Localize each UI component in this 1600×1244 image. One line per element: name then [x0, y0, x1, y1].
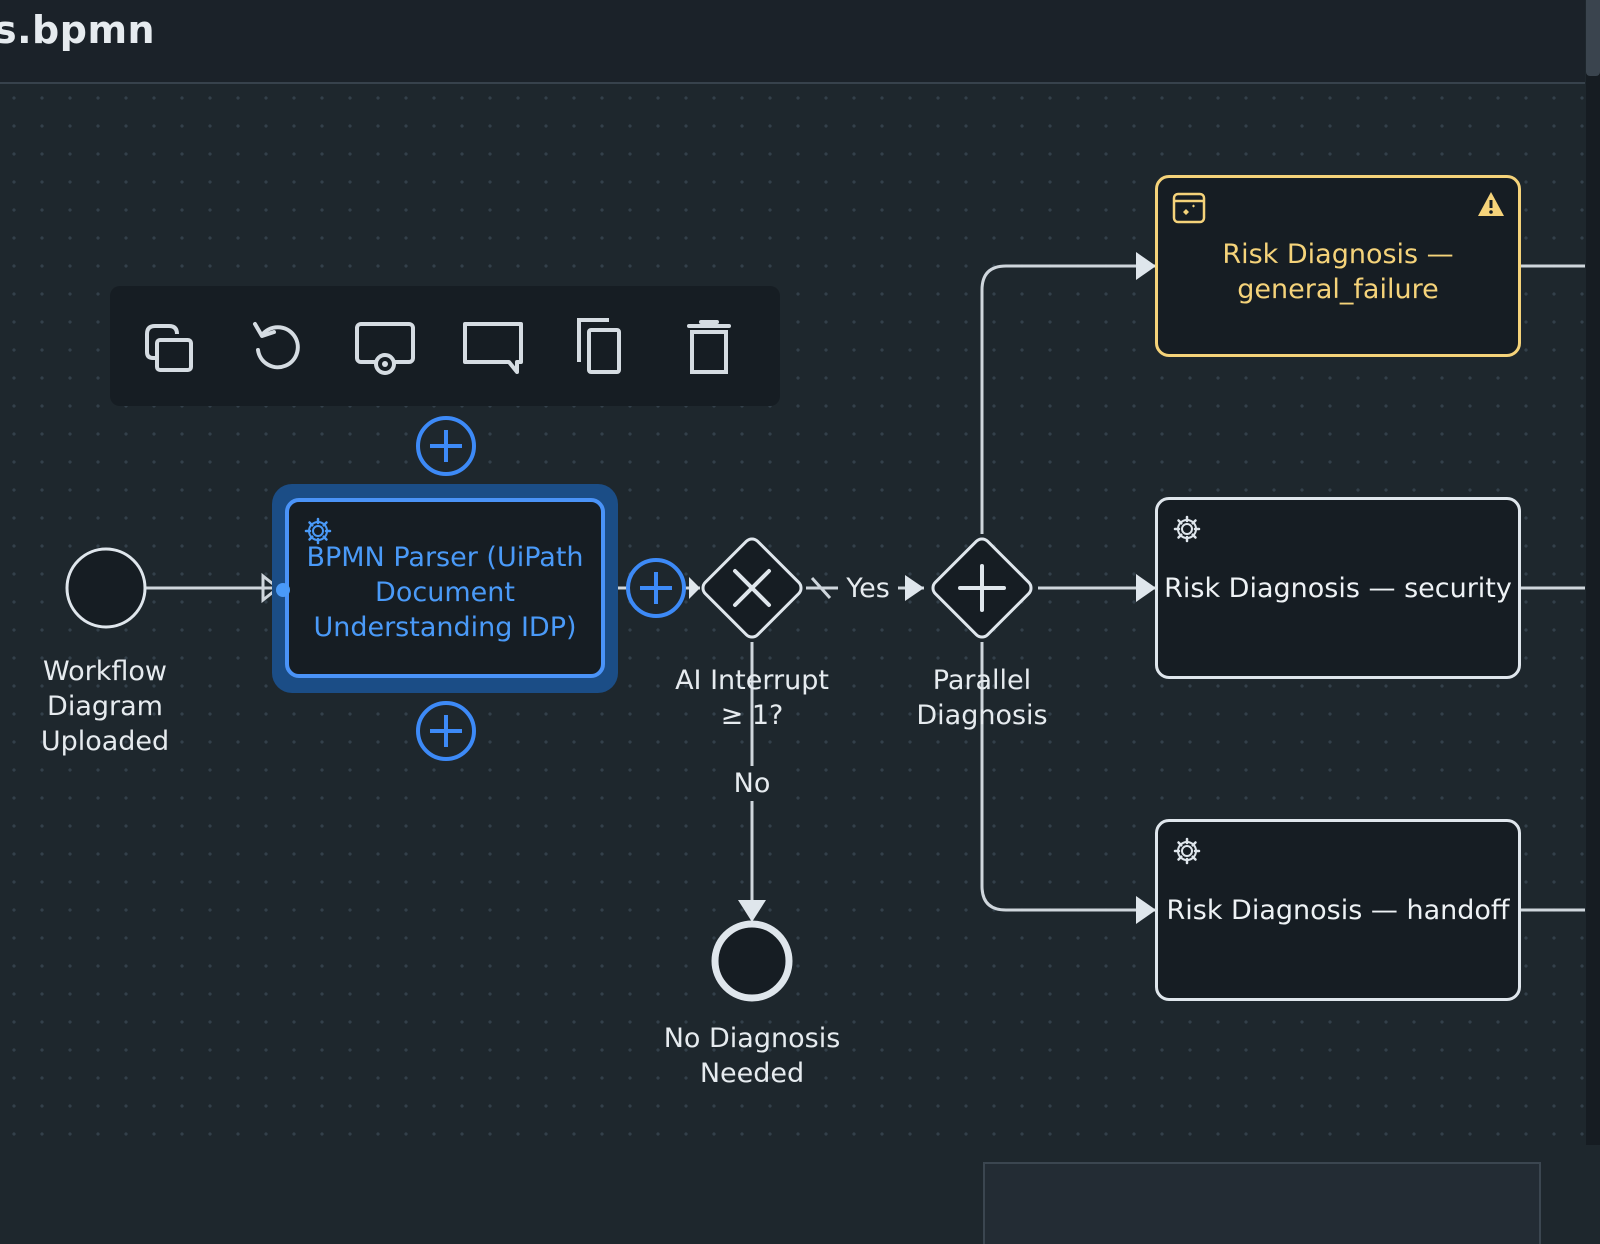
yes-flow-label: Yes — [838, 571, 898, 606]
sequence-flow-general[interactable] — [980, 264, 1155, 534]
start-event-label: Workflow Diagram Uploaded — [40, 656, 170, 757]
risk-security-task[interactable]: Risk Diagnosis — security — [1155, 497, 1521, 679]
warning-icon[interactable] — [1476, 190, 1506, 218]
scrollbar-thumb[interactable] — [1586, 0, 1600, 76]
risk-handoff-task[interactable]: Risk Diagnosis — handoff — [1155, 819, 1521, 1001]
append-bottom-plus-icon[interactable] — [416, 701, 476, 761]
risk-general-failure-task[interactable]: Risk Diagnosis — general_failure — [1155, 175, 1521, 357]
sequence-flow-handoff[interactable] — [980, 642, 1155, 912]
comment-icon — [463, 322, 523, 374]
exclusive-gateway[interactable] — [700, 536, 805, 641]
editor-tab-bar: s.bpmn — [0, 0, 1585, 84]
risk-general-failure-label: Risk Diagnosis — general_failure — [1222, 239, 1454, 305]
monitor-target-icon — [355, 322, 415, 375]
properties-panel-edge[interactable] — [983, 1162, 1541, 1244]
parser-task[interactable]: BPMN Parser (UiPath Document Understandi… — [276, 498, 605, 678]
duplicate-button[interactable] — [569, 314, 633, 378]
start-event[interactable] — [65, 547, 147, 629]
reset-button[interactable] — [245, 314, 309, 378]
gear-icon — [1173, 515, 1201, 543]
gear-icon — [304, 517, 332, 545]
risk-security-label: Risk Diagnosis — security — [1164, 572, 1512, 604]
comment-button[interactable] — [461, 314, 525, 378]
change-type-button[interactable] — [137, 314, 201, 378]
risk-handoff-label: Risk Diagnosis — handoff — [1166, 894, 1510, 926]
diagram-connections — [65, 252, 1585, 1002]
parallel-gateway-label: Parallel Diagnosis — [916, 665, 1048, 731]
append-right-plus-icon[interactable] — [626, 558, 686, 618]
end-event-label: No Diagnosis Needed — [663, 1023, 841, 1089]
parser-task-label: BPMN Parser (UiPath Document Understandi… — [306, 541, 584, 643]
no-flow-label: No — [730, 766, 774, 801]
layers-icon — [145, 324, 193, 372]
copy-icon — [577, 318, 621, 374]
agent-icon — [1172, 192, 1206, 224]
gear-icon — [1173, 837, 1201, 865]
end-event[interactable] — [711, 920, 793, 1002]
connection-handle[interactable] — [276, 583, 290, 597]
file-title[interactable]: s.bpmn — [0, 8, 156, 52]
preview-button[interactable] — [353, 314, 417, 378]
delete-button[interactable] — [677, 314, 741, 378]
rotate-icon — [253, 322, 300, 370]
append-top-plus-icon[interactable] — [416, 416, 476, 476]
vertical-scrollbar[interactable] — [1586, 0, 1600, 1145]
context-pad-toolbar — [110, 286, 780, 406]
trash-icon — [687, 320, 731, 374]
parallel-gateway[interactable] — [930, 536, 1035, 641]
ai-gateway-label: AI Interrupt ≥ 1? — [675, 665, 829, 731]
